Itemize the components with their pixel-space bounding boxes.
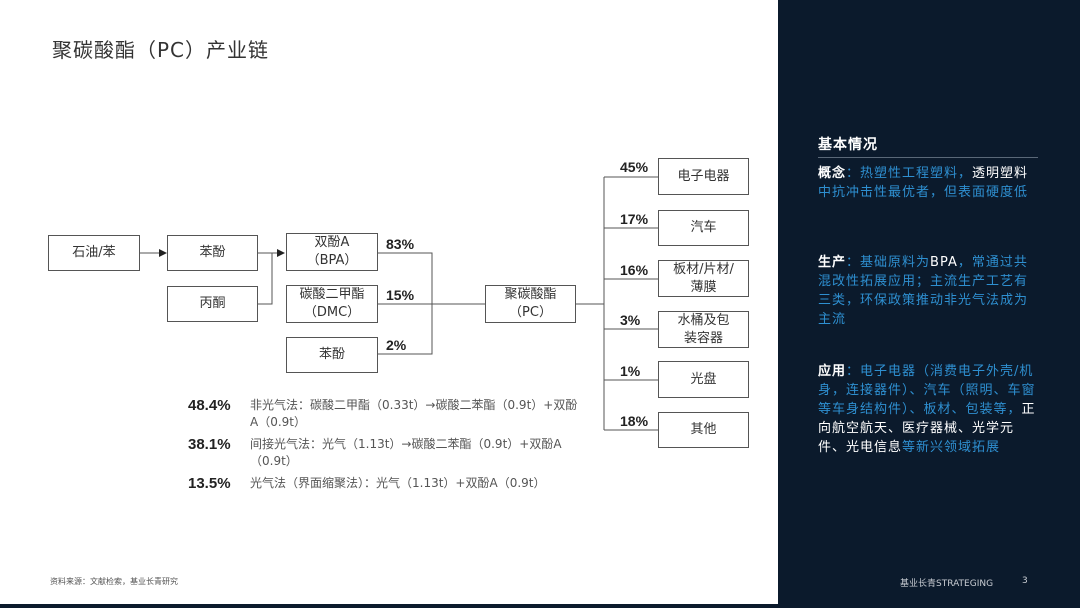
app-box: 板材/片材/薄膜 xyxy=(658,260,749,297)
box-dmc: 碳酸二甲酯（DMC） xyxy=(286,285,378,323)
app-share: 45% xyxy=(620,159,649,175)
app-box: 汽车 xyxy=(658,210,749,246)
box-acetone: 丙酮 xyxy=(167,286,258,322)
brand-footer: 基业长青STRATEGING xyxy=(900,579,994,589)
concept-text: ：热塑性工程塑料， xyxy=(846,166,973,181)
route-share: 38.1% xyxy=(188,436,231,453)
phenol-share: 2% xyxy=(386,337,407,353)
route-desc: 非光气法：碳酸二甲酯（0.33t）→碳酸二苯酯（0.9t）+双酚A（0.9t） xyxy=(250,398,578,429)
box-bpa: 双酚A（BPA） xyxy=(286,233,378,271)
production-key: 生产 xyxy=(818,255,847,270)
app-box: 光盘 xyxy=(658,361,749,398)
concept-key: 概念 xyxy=(818,166,847,181)
app-share: 1% xyxy=(620,363,641,379)
page-title: 聚碳酸酯（PC）产业链 xyxy=(52,38,270,62)
application-text: ：电子电器（消费电子外壳/机身，连接器件）、汽车（照明、车窗等车身结构件）、板材… xyxy=(818,364,1036,417)
line-acetone-bpa xyxy=(258,253,273,305)
box-crude-benzene: 石油/苯 xyxy=(48,235,140,271)
app-box: 水桶及包装容器 xyxy=(658,311,749,348)
app-share: 17% xyxy=(620,211,649,227)
main-slide xyxy=(0,0,778,604)
flow-connectors xyxy=(140,176,658,431)
application-text-2: 等新兴领域拓展 xyxy=(902,440,1001,455)
application-key: 应用 xyxy=(818,364,847,379)
bottom-bar xyxy=(0,604,1080,608)
box-phenol-2: 苯酚 xyxy=(286,337,378,373)
concept-text-2: 中抗冲击性最优者，但表面硬度低 xyxy=(818,185,1029,200)
route-desc: 光气法（界面缩聚法）：光气（1.13t）+双酚A（0.9t） xyxy=(250,476,546,490)
production-highlight: BPA xyxy=(930,255,958,270)
application-highlight: 正向航空航天、医疗器械、光学元件、光电信息 xyxy=(818,402,1036,455)
concept-highlight: 透明塑料 xyxy=(972,166,1029,181)
dmc-share: 15% xyxy=(386,287,415,303)
route-desc: 间接光气法：光气（1.13t）→碳酸二苯酯（0.9t）+双酚A（0.9t） xyxy=(250,437,562,468)
box-pc: 聚碳酸酯（PC） xyxy=(485,285,576,323)
application-paragraph: 应用：电子电器（消费电子外壳/机身，连接器件）、汽车（照明、车窗等车身结构件）、… xyxy=(818,362,1040,457)
concept-paragraph: 概念：热塑性工程塑料，透明塑料中抗冲击性最优者，但表面硬度低 xyxy=(818,164,1040,202)
info-panel xyxy=(778,0,1080,608)
page-number: 3 xyxy=(1022,576,1028,586)
sidebar-title: 基本情况 xyxy=(818,137,878,153)
bpa-share: 83% xyxy=(386,236,415,252)
route-share: 13.5% xyxy=(188,475,231,492)
app-share: 3% xyxy=(620,312,641,328)
divider xyxy=(818,157,1038,158)
app-box: 其他 xyxy=(658,412,749,448)
source-note: 资料来源：文献检索，基业长青研究 xyxy=(50,577,178,586)
production-paragraph: 生产：基础原料为BPA，常通过共混改性拓展应用；主流生产工艺有三类，环保政策推动… xyxy=(818,253,1040,329)
app-share: 16% xyxy=(620,262,649,278)
production-text-2: ，常通过共混改性拓展应用；主流生产工艺有三类，环保政策推动非光气法成为主流 xyxy=(818,255,1029,327)
app-box: 电子电器 xyxy=(658,158,749,195)
app-share: 18% xyxy=(620,413,649,429)
route-share: 48.4% xyxy=(188,397,231,414)
production-text: ：基础原料为 xyxy=(846,255,931,270)
box-phenol: 苯酚 xyxy=(167,235,258,271)
